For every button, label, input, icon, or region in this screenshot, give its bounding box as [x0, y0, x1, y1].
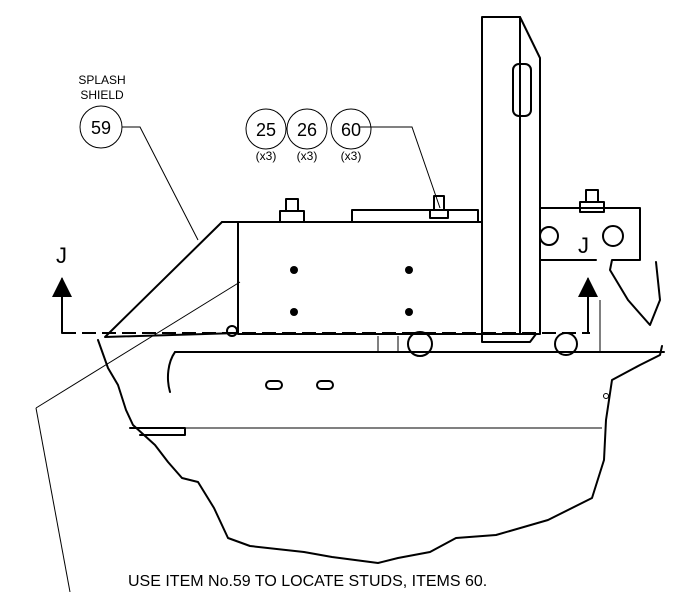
- frame-hole: [407, 331, 433, 357]
- svg-text:(x3): (x3): [256, 149, 277, 163]
- balloon-59: 59: [79, 105, 123, 149]
- splash-label: SPLASH: [78, 73, 125, 87]
- note-text: USE ITEM No.59 TO LOCATE STUDS, ITEMS 60…: [128, 573, 487, 590]
- leader-59: [122, 126, 199, 241]
- balloon-26: 26 (x3): [286, 108, 328, 163]
- svg-text:26: 26: [297, 120, 317, 140]
- machine-base: [97, 339, 663, 564]
- leader-60: [360, 126, 441, 209]
- bolt-hole: [405, 266, 413, 274]
- plate-slot: [512, 63, 532, 117]
- svg-text:25: 25: [256, 120, 276, 140]
- frame-hole: [602, 225, 624, 247]
- base-slot-left: [265, 380, 283, 390]
- stud: [279, 198, 305, 223]
- plate-foot: [481, 333, 537, 343]
- svg-text:(x3): (x3): [297, 149, 318, 163]
- bolt-hole: [290, 266, 298, 274]
- section-marker-left: J: [56, 243, 67, 268]
- splash-shield-outline: [104, 221, 239, 338]
- svg-text:60: 60: [341, 120, 361, 140]
- vertical-plate: [481, 16, 541, 335]
- leader-note: [35, 281, 241, 409]
- upper-plate: [351, 209, 479, 223]
- section-marker-right: J: [578, 233, 589, 258]
- base-curve: [166, 351, 176, 393]
- base-slot-right: [316, 380, 334, 390]
- leader-note-tail: [35, 407, 71, 592]
- svg-text:59: 59: [91, 118, 111, 138]
- stud: [429, 195, 449, 219]
- frame-detail: [377, 300, 601, 352]
- bracket-block: [237, 221, 483, 335]
- corner-bolt: [226, 325, 238, 337]
- base-ledge: [129, 427, 186, 436]
- right-frame: [539, 207, 661, 326]
- splash-label: SHIELD: [80, 88, 124, 102]
- balloon-60: 60 (x3): [330, 108, 372, 163]
- balloon-25: 25 (x3): [245, 108, 287, 163]
- bolt-hole: [290, 308, 298, 316]
- base-small-hole: [603, 393, 609, 399]
- bolt-hole: [405, 308, 413, 316]
- svg-text:(x3): (x3): [341, 149, 362, 163]
- frame-hole: [539, 226, 559, 246]
